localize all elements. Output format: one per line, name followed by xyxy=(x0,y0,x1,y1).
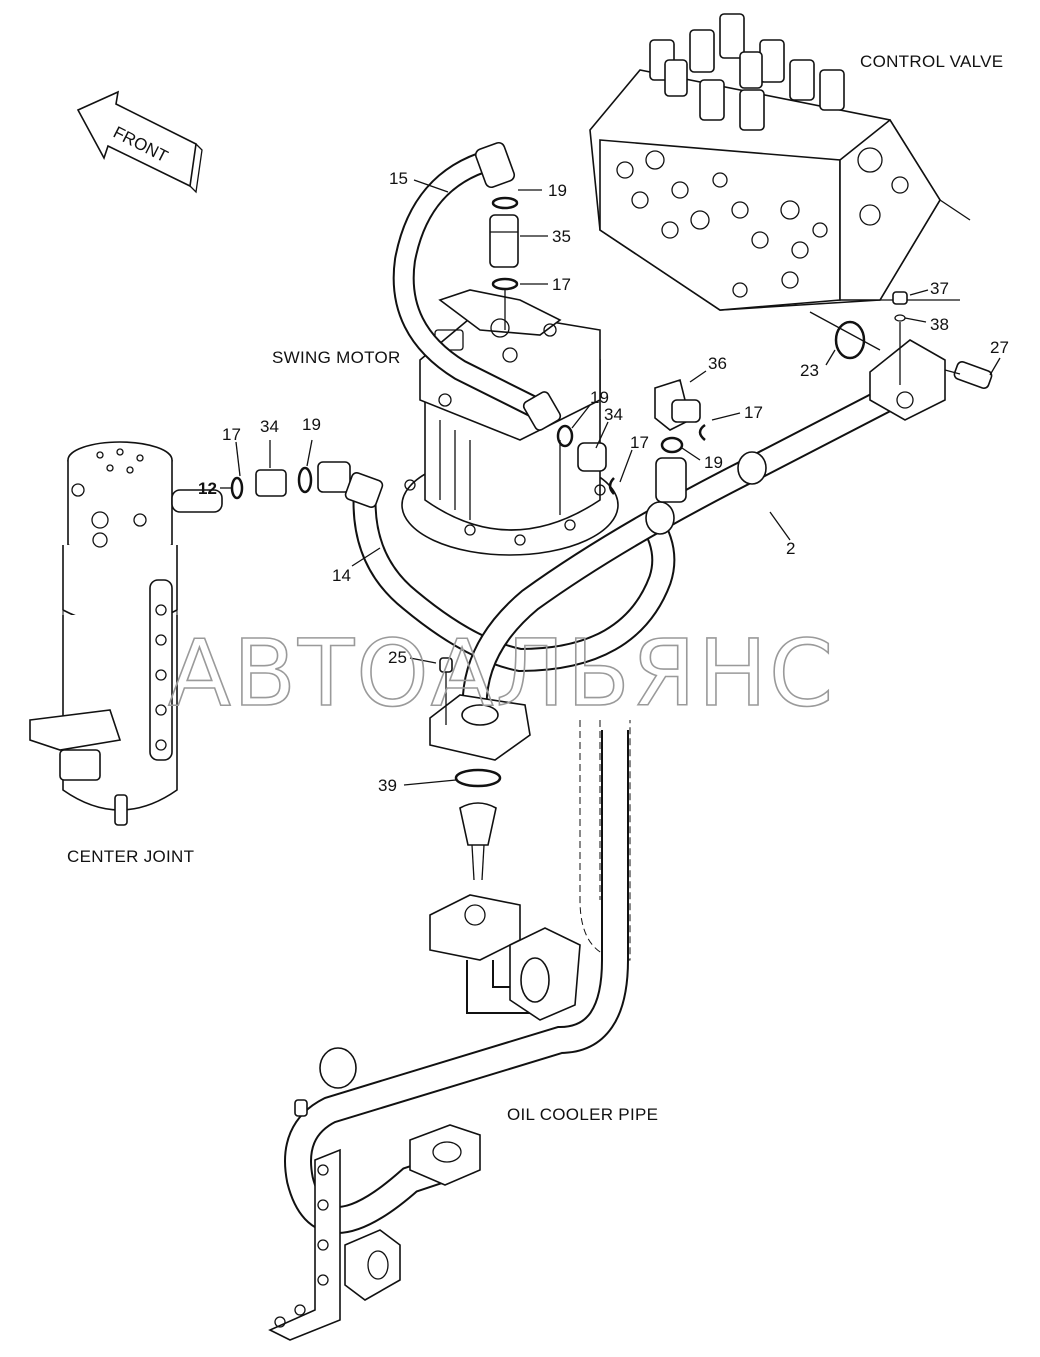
callout-14: 14 xyxy=(332,566,351,585)
small-parts xyxy=(230,196,993,881)
callout-39: 39 xyxy=(378,776,397,795)
control-valve-drawing: CONTROL VALVE xyxy=(589,13,1003,351)
front-arrow-icon: FRONT xyxy=(76,90,203,194)
swing-motor-drawing: SWING MOTOR xyxy=(272,289,619,556)
center-joint-drawing: CENTER JOINT xyxy=(29,441,223,866)
callout-38: 38 xyxy=(930,315,949,334)
callout-19d: 19 xyxy=(302,415,321,434)
pipe-2 xyxy=(429,339,946,761)
callout-27: 27 xyxy=(990,338,1009,357)
callout-17c: 17 xyxy=(630,433,649,452)
callout-17a: 17 xyxy=(552,275,571,294)
callout-35: 35 xyxy=(552,227,571,246)
callout-37: 37 xyxy=(930,279,949,298)
callout-19c: 19 xyxy=(590,388,609,407)
watermark-text: АВТОАЛЬЯНС xyxy=(168,620,835,727)
callout-2: 2 xyxy=(786,539,795,558)
swing-motor-title: SWING MOTOR xyxy=(272,348,401,367)
center-joint-title: CENTER JOINT xyxy=(67,847,194,866)
callout-19a: 19 xyxy=(548,181,567,200)
callout-17d: 17 xyxy=(222,425,241,444)
callout-12: 12 xyxy=(198,479,217,498)
callout-36: 36 xyxy=(708,354,727,373)
oil-cooler-pipe-title: OIL COOLER PIPE xyxy=(507,1105,658,1124)
hose-14 xyxy=(317,461,676,673)
callout-34a: 34 xyxy=(604,405,623,424)
callout-17b: 17 xyxy=(744,403,763,422)
callout-labels: 15 19 35 17 37 38 27 23 36 17 19 19 34 1… xyxy=(198,169,1009,795)
oil-cooler-pipe-drawing: OIL COOLER PIPE xyxy=(268,720,658,1341)
callout-34b: 34 xyxy=(260,417,279,436)
leader-lines xyxy=(220,179,1001,786)
callout-23: 23 xyxy=(800,361,819,380)
hose-15 xyxy=(392,141,562,431)
callout-15: 15 xyxy=(389,169,408,188)
control-valve-title: CONTROL VALVE xyxy=(860,52,1003,71)
callout-25: 25 xyxy=(388,648,407,667)
callout-19b: 19 xyxy=(704,453,723,472)
